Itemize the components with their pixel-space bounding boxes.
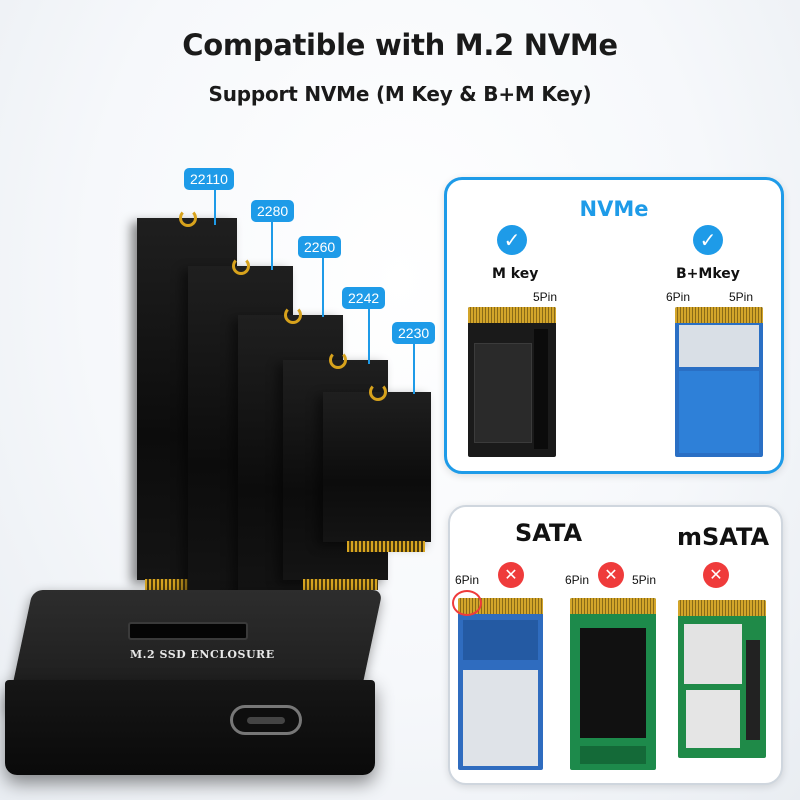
ssd-notch-icon xyxy=(369,383,387,401)
size-tag-2230: 2230 xyxy=(392,322,436,344)
sata-heading: SATA xyxy=(515,519,583,547)
pin-label: 6Pin xyxy=(565,573,590,587)
msata-heading: mSATA xyxy=(677,523,770,551)
cross-icon: ✕ xyxy=(598,562,624,588)
size-leader xyxy=(322,257,324,317)
cross-icon: ✕ xyxy=(498,562,524,588)
enclosure-front xyxy=(5,680,375,775)
ssd-notch-icon xyxy=(284,306,302,324)
size-leader xyxy=(413,342,415,394)
mkey-ssd-card xyxy=(468,307,556,457)
nvme-card-label-bmkey: B+Mkey xyxy=(676,266,740,282)
msata-ssd-card xyxy=(678,600,766,758)
size-leader xyxy=(271,220,273,270)
pin-label: 5Pin xyxy=(729,290,754,304)
pin-label: 5Pin xyxy=(632,573,657,587)
page-title: Compatible with M.2 NVMe xyxy=(182,28,618,62)
check-icon: ✓ xyxy=(497,225,527,255)
pin-label: 5Pin xyxy=(533,290,558,304)
nvme-card-label-mkey: M key xyxy=(492,266,539,282)
ssd-stick-2230 xyxy=(323,383,431,552)
ssd-pins xyxy=(145,579,215,590)
bmkey-ssd-card xyxy=(675,307,763,457)
size-leader xyxy=(214,183,216,225)
sata-ssd-card-1 xyxy=(458,598,543,770)
ssd-notch-icon xyxy=(179,209,197,227)
highlight-circle xyxy=(452,590,482,616)
size-tag-2280: 2280 xyxy=(251,200,295,222)
enclosure-label: M.2 SSD ENCLOSURE xyxy=(130,648,275,661)
ssd-notch-icon xyxy=(232,257,250,275)
m2-slot xyxy=(128,622,248,640)
usb-c-port-icon xyxy=(230,705,302,735)
pin-label: 6Pin xyxy=(455,573,480,587)
ssd-pins xyxy=(347,541,425,552)
size-leader xyxy=(368,308,370,364)
check-icon: ✓ xyxy=(693,225,723,255)
pin-label: 6Pin xyxy=(666,290,691,304)
size-tag-2260: 2260 xyxy=(298,236,342,258)
ssd-pins xyxy=(303,579,378,590)
ssd-notch-icon xyxy=(329,351,347,369)
page-subtitle: Support NVMe (M Key & B+M Key) xyxy=(208,82,592,106)
size-tag-2242: 2242 xyxy=(342,287,386,309)
nvme-heading: NVMe xyxy=(579,197,649,221)
cross-icon: ✕ xyxy=(703,562,729,588)
size-tag-22110: 22110 xyxy=(184,168,234,190)
sata-ssd-card-2 xyxy=(570,598,656,770)
